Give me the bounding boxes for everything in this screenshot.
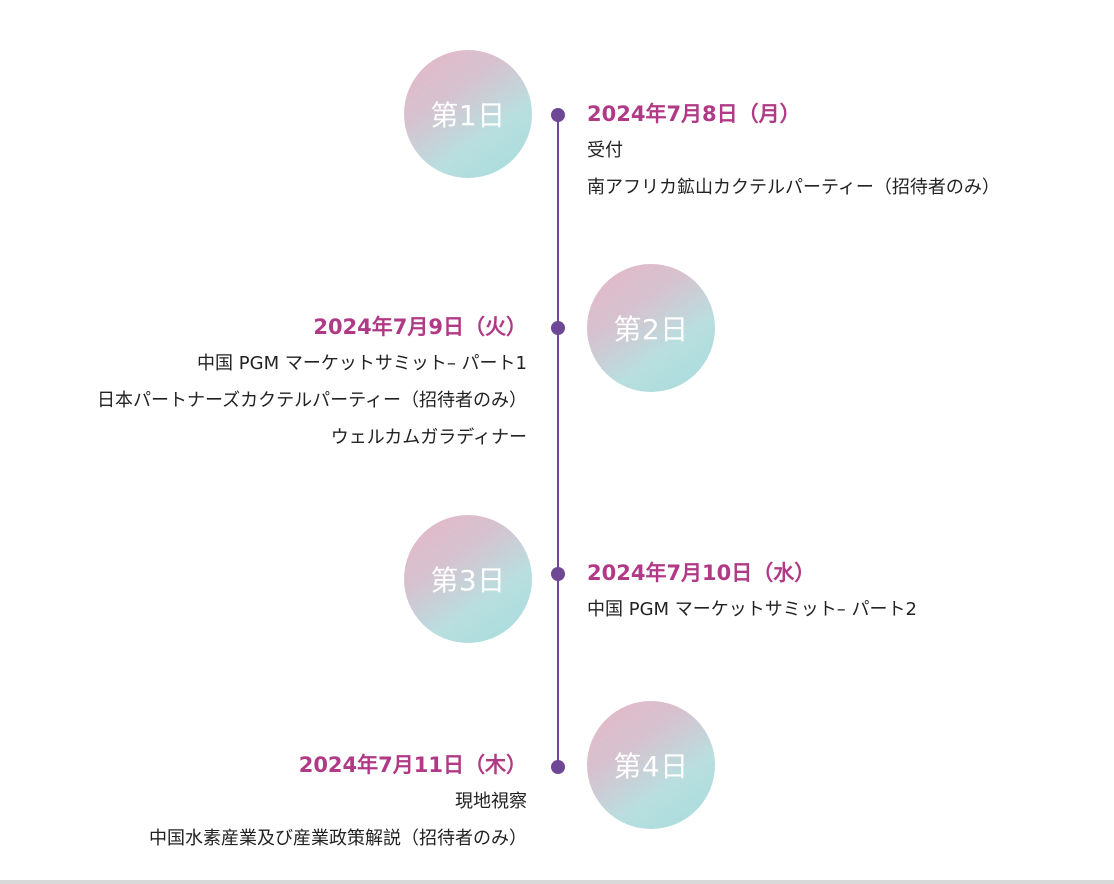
day-4-circle: 第4日: [587, 701, 715, 829]
day-1-item-1: 受付: [587, 140, 623, 161]
day-3-date: 2024年7月10日（水）: [587, 561, 816, 585]
day-3-label: 第3日: [430, 564, 506, 597]
day-1-events: 2024年7月8日（月） 受付 南アフリカ鉱山カクテルパーティー（招待者のみ）: [587, 100, 1107, 214]
day-3-dot: [551, 567, 565, 581]
day-1-label: 第1日: [430, 99, 506, 132]
day-4-events: 2024年7月11日（木） 現地視察 中国水素産業及び産業政策解説（招待者のみ）: [7, 751, 527, 865]
timeline-line: [557, 112, 559, 768]
day-2-circle: 第2日: [587, 264, 715, 392]
day-4-item-2: 中国水素産業及び産業政策解説（招待者のみ）: [149, 828, 527, 849]
day-2-events: 2024年7月9日（火） 中国 PGM マーケットサミット– パート1 日本パー…: [7, 313, 527, 464]
day-1-item-2: 南アフリカ鉱山カクテルパーティー（招待者のみ）: [587, 177, 1000, 198]
day-2-item-3: ウェルカムガラディナー: [330, 427, 527, 448]
bottom-divider: [0, 880, 1114, 884]
day-2-dot: [551, 321, 565, 335]
day-3-circle: 第3日: [404, 515, 532, 643]
day-3-events: 2024年7月10日（水） 中国 PGM マーケットサミット– パート2: [587, 559, 1107, 636]
day-2-item-1: 中国 PGM マーケットサミット– パート1: [197, 353, 527, 374]
day-2-item-2: 日本パートナーズカクテルパーティー（招待者のみ）: [96, 390, 527, 411]
day-1-date: 2024年7月8日（月）: [587, 102, 801, 126]
day-4-date: 2024年7月11日（木）: [298, 753, 527, 777]
day-1-dot: [551, 108, 565, 122]
day-4-dot: [551, 760, 565, 774]
day-4-item-1: 現地視察: [455, 791, 527, 812]
day-2-date: 2024年7月9日（火）: [313, 315, 527, 339]
day-1-circle: 第1日: [404, 50, 532, 178]
day-3-item-1: 中国 PGM マーケットサミット– パート2: [587, 599, 917, 620]
day-4-label: 第4日: [613, 750, 689, 783]
day-2-label: 第2日: [613, 313, 689, 346]
